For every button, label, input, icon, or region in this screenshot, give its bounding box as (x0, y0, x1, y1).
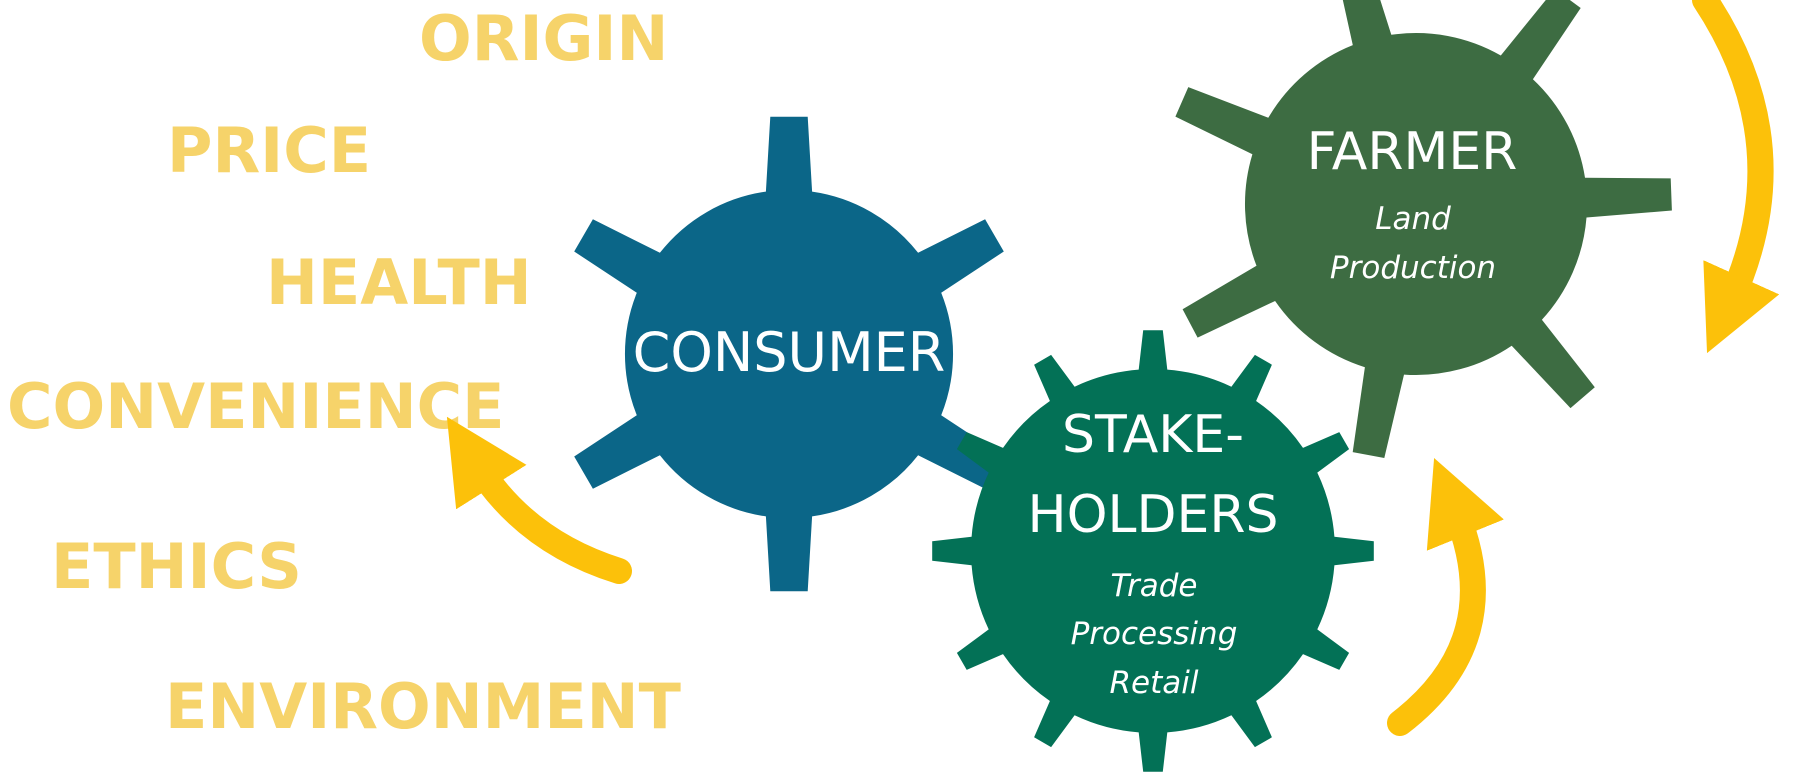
farmer-sub-land: Land (1375, 201, 1451, 237)
factor-origin: ORIGIN (419, 2, 668, 75)
factor-environment: ENVIRONMENT (165, 670, 681, 743)
factor-convenience: CONVENIENCE (7, 370, 504, 443)
factor-health: HEALTH (266, 246, 532, 319)
farmer-title: FARMER (1307, 122, 1518, 182)
factor-price: PRICE (167, 114, 371, 187)
stakeholders-sub-processing: Processing (1071, 616, 1238, 652)
factor-list: ORIGIN PRICE HEALTH CONVENIENCE ETHICS E… (7, 2, 681, 743)
farmer-sub-production: Production (1330, 250, 1496, 286)
stakeholders-gear-icon (932, 330, 1374, 772)
consumer-gear-icon (574, 116, 1004, 592)
stakeholders-sub-retail: Retail (1110, 665, 1199, 701)
factor-ethics: ETHICS (51, 530, 302, 603)
stakeholders-title-line2: HOLDERS (1027, 485, 1278, 545)
consumer-title: CONSUMER (633, 321, 946, 384)
arrows (446, 0, 1780, 736)
curved-arrow-icon (446, 416, 632, 584)
stakeholders-sub-trade: Trade (1110, 568, 1197, 604)
farmer-gear-icon (1175, 0, 1672, 458)
stakeholders-title-line1: STAKE- (1062, 405, 1244, 465)
curved-arrow-icon (1387, 458, 1504, 736)
curved-arrow-icon (1692, 0, 1780, 354)
